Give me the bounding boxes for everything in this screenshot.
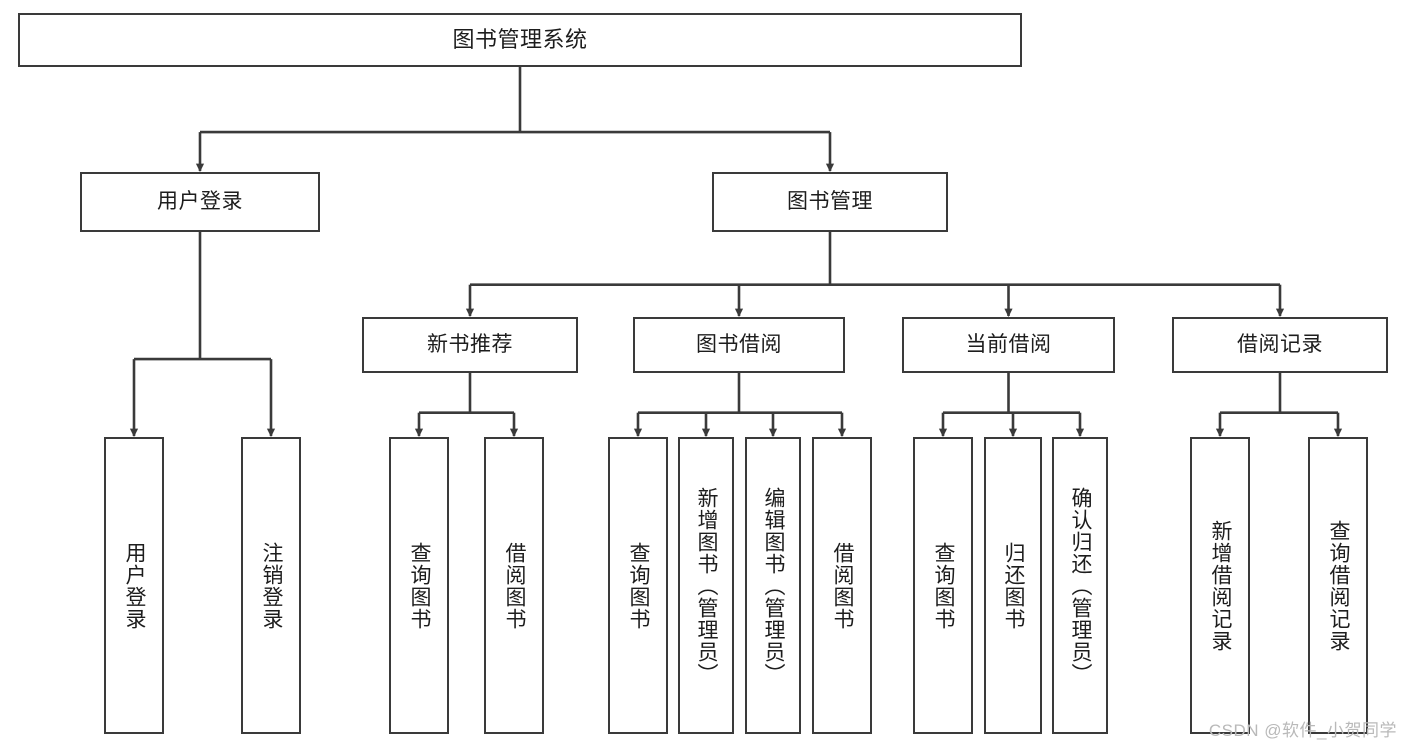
node-root[interactable]: 图书管理系统 (18, 13, 1022, 67)
node-leaf-borrow-book-2[interactable]: 借阅图书 (812, 437, 872, 734)
node-leaf-confirm-return-label: 确认归还（管理员） (1069, 486, 1093, 685)
node-borrow-record-label: 借阅记录 (1237, 332, 1323, 356)
node-leaf-return-book[interactable]: 归还图书 (984, 437, 1042, 734)
node-user-login[interactable]: 用户登录 (80, 172, 320, 232)
node-leaf-user-login-label: 用户登录 (123, 541, 147, 630)
node-leaf-query-book-2[interactable]: 查询图书 (608, 437, 668, 734)
node-leaf-add-borrow-record-label: 新增借阅记录 (1209, 519, 1233, 652)
node-leaf-query-borrow-record-label: 查询借阅记录 (1327, 519, 1351, 652)
node-leaf-query-book-3-label: 查询图书 (932, 541, 956, 630)
node-book-management-label: 图书管理 (787, 189, 873, 213)
node-leaf-query-book-1[interactable]: 查询图书 (389, 437, 449, 734)
node-borrow-record[interactable]: 借阅记录 (1172, 317, 1388, 373)
node-user-login-label: 用户登录 (157, 189, 243, 213)
node-leaf-logout[interactable]: 注销登录 (241, 437, 301, 734)
node-current-borrow[interactable]: 当前借阅 (902, 317, 1115, 373)
watermark-text: CSDN @软件_小贺同学 (1208, 721, 1397, 740)
node-leaf-query-borrow-record[interactable]: 查询借阅记录 (1308, 437, 1368, 734)
node-leaf-add-borrow-record[interactable]: 新增借阅记录 (1190, 437, 1250, 734)
node-leaf-edit-book[interactable]: 编辑图书（管理员） (745, 437, 801, 734)
node-leaf-return-book-label: 归还图书 (1002, 541, 1026, 630)
node-new-book-recommend-label: 新书推荐 (427, 332, 513, 356)
node-leaf-confirm-return[interactable]: 确认归还（管理员） (1052, 437, 1108, 734)
node-leaf-borrow-book-2-label: 借阅图书 (831, 541, 855, 630)
node-leaf-edit-book-label: 编辑图书（管理员） (762, 486, 786, 685)
node-leaf-logout-label: 注销登录 (260, 541, 284, 630)
node-root-label: 图书管理系统 (452, 27, 588, 53)
node-leaf-borrow-book-1-label: 借阅图书 (503, 541, 527, 630)
node-book-management[interactable]: 图书管理 (712, 172, 948, 232)
node-leaf-add-book-label: 新增图书（管理员） (695, 486, 719, 685)
node-leaf-add-book[interactable]: 新增图书（管理员） (678, 437, 734, 734)
node-book-borrow-label: 图书借阅 (696, 332, 782, 356)
node-current-borrow-label: 当前借阅 (965, 332, 1052, 356)
node-leaf-query-book-2-label: 查询图书 (627, 541, 651, 630)
node-leaf-borrow-book-1[interactable]: 借阅图书 (484, 437, 544, 734)
node-book-borrow[interactable]: 图书借阅 (633, 317, 845, 373)
node-leaf-query-book-3[interactable]: 查询图书 (913, 437, 973, 734)
node-leaf-user-login[interactable]: 用户登录 (104, 437, 164, 734)
node-leaf-query-book-1-label: 查询图书 (408, 541, 432, 630)
node-new-book-recommend[interactable]: 新书推荐 (362, 317, 578, 373)
